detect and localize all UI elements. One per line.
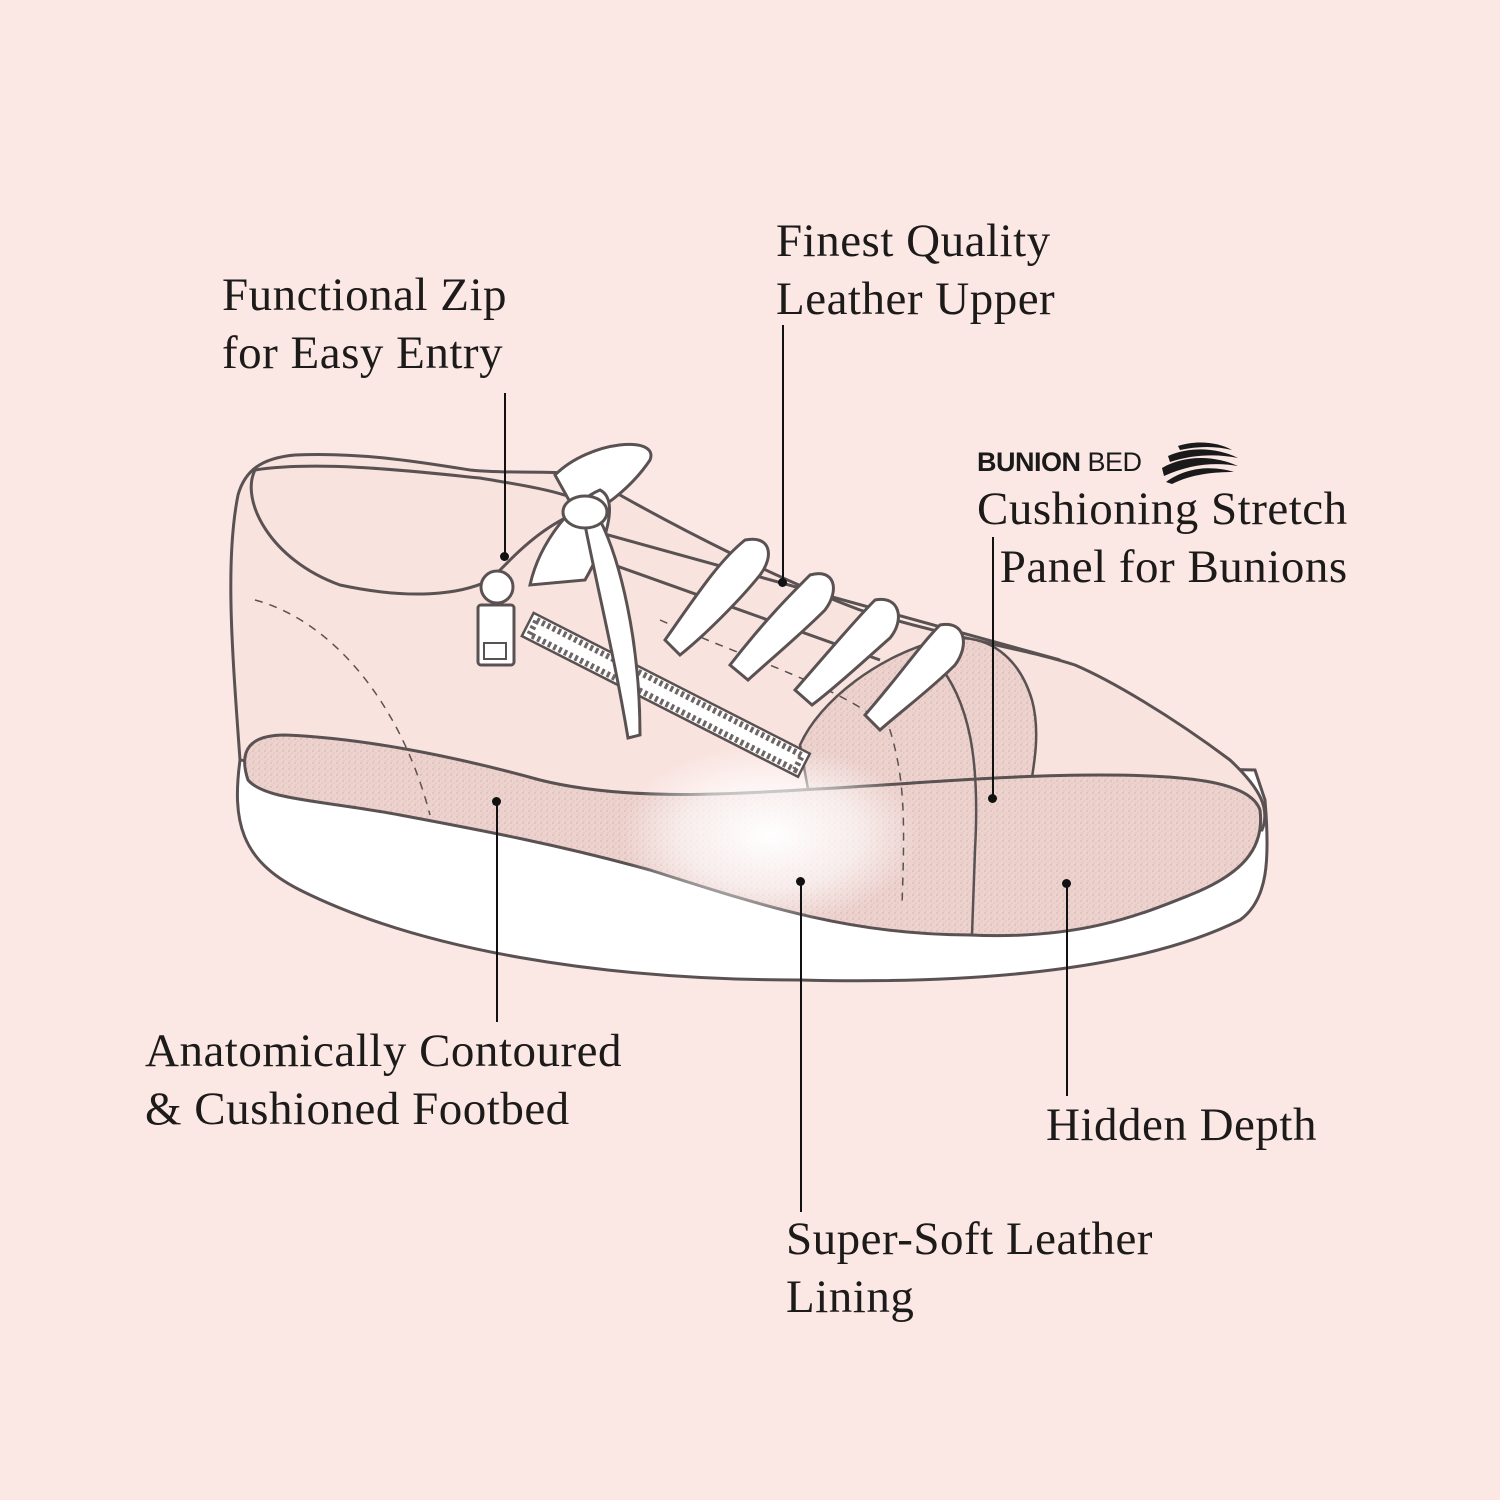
brand-name-bold: BUNION: [977, 446, 1081, 477]
callout-upper-line1: Finest Quality: [776, 215, 1051, 267]
leader-dot-zip: [500, 552, 509, 561]
bunion-bed-logo-icon: [1161, 442, 1238, 484]
callout-lining-line1: Super-Soft Leather: [786, 1213, 1153, 1265]
leader-line-depth: [1066, 882, 1068, 1096]
callout-zip-line2: for Easy Entry: [222, 327, 504, 379]
callout-functional-zip: Functional Zip for Easy Entry: [222, 266, 507, 382]
zip-pull: [476, 569, 516, 667]
toe-seam: [934, 659, 978, 936]
brand-name: BUNION BED: [977, 447, 1142, 478]
leader-line-lining: [800, 880, 802, 1212]
callout-footbed-line1: Anatomically Contoured: [145, 1025, 622, 1077]
leader-line-upper: [782, 325, 784, 580]
callout-bunion-line1: Cushioning Stretch: [977, 483, 1348, 535]
callout-lining-line2: Lining: [786, 1271, 915, 1323]
leader-line-zip: [504, 393, 506, 555]
callout-zip-line1: Functional Zip: [222, 269, 508, 321]
callout-upper-line2: Leather Upper: [776, 273, 1056, 325]
callout-leather-upper: Finest Quality Leather Upper: [776, 212, 1055, 328]
callout-footbed: Anatomically Contoured & Cushioned Footb…: [145, 1022, 622, 1138]
callout-bunion-line2: Panel for Bunions: [999, 541, 1348, 593]
leader-dot-footbed: [492, 797, 501, 806]
callout-footbed-line2: & Cushioned Footbed: [145, 1083, 570, 1135]
callout-hidden-depth: Hidden Depth: [1046, 1096, 1317, 1154]
leader-line-bunion: [992, 537, 994, 797]
leader-dot-upper: [778, 578, 787, 587]
brand-name-light: BED: [1087, 446, 1143, 477]
leader-dot-bunion: [988, 794, 997, 803]
callout-depth-line1: Hidden Depth: [1046, 1099, 1317, 1151]
callout-stretch-panel: Cushioning Stretch Panel for Bunions: [977, 480, 1348, 596]
leader-line-footbed: [496, 800, 498, 1022]
bunion-bed-brand: BUNION BED: [977, 440, 1240, 484]
leader-dot-depth: [1062, 879, 1071, 888]
zipper: [520, 611, 812, 779]
laces: [528, 442, 965, 740]
stitching: [254, 599, 431, 816]
leader-dot-lining: [796, 877, 805, 886]
callout-leather-lining: Super-Soft Leather Lining: [786, 1210, 1153, 1326]
